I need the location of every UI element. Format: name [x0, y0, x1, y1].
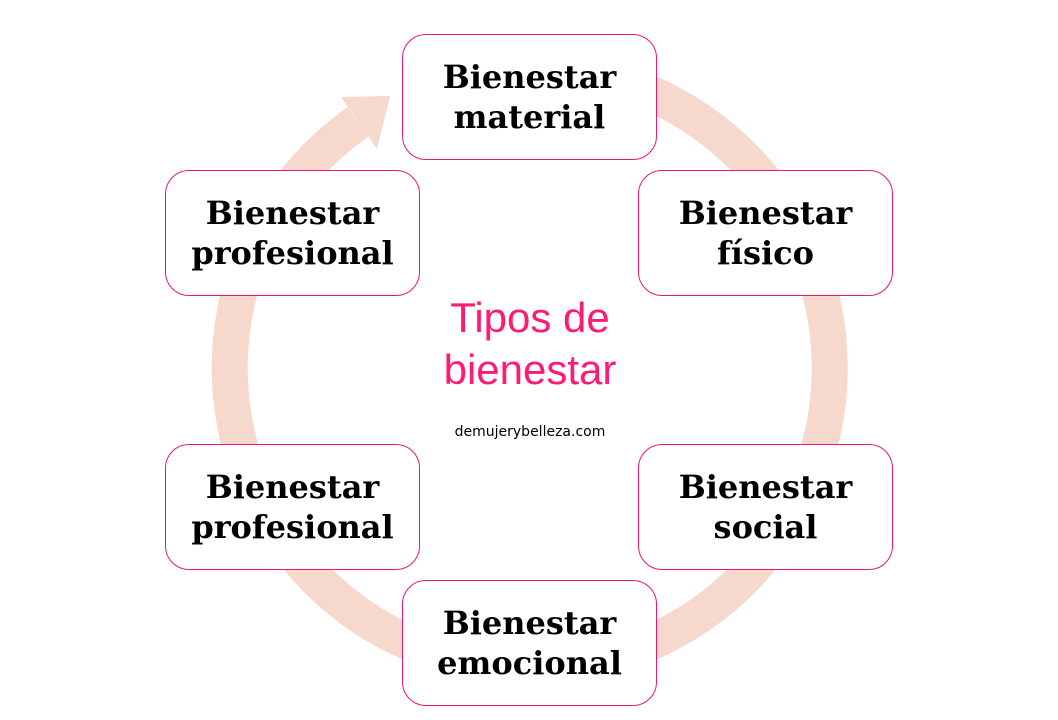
box-label: Bienestar [678, 194, 853, 232]
box-fisico: Bienestar físico [638, 170, 893, 296]
box-label: físico [717, 234, 814, 272]
box-label: profesional [191, 508, 394, 546]
box-label: Bienestar [205, 194, 380, 232]
box-label: Bienestar [205, 468, 380, 506]
box-label: Bienestar [442, 58, 617, 96]
arrowhead-icon [341, 96, 390, 149]
box-label: emocional [437, 644, 622, 682]
box-label: Bienestar [442, 604, 617, 642]
box-social: Bienestar social [638, 444, 893, 570]
box-label: material [453, 98, 606, 136]
box-material: Bienestar material [402, 34, 657, 160]
center-title-line: Tipos de [450, 294, 610, 341]
box-profesional-top: Bienestar profesional [165, 170, 420, 296]
box-label: Bienestar [678, 468, 853, 506]
center-title-line: bienestar [443, 346, 617, 393]
box-label: social [713, 508, 818, 546]
box-label: profesional [191, 234, 394, 272]
box-emocional: Bienestar emocional [402, 580, 657, 706]
box-profesional-bottom: Bienestar profesional [165, 444, 420, 570]
center-title: Tipos de bienestar [400, 292, 660, 396]
website-credit: demujerybelleza.com [454, 424, 606, 440]
